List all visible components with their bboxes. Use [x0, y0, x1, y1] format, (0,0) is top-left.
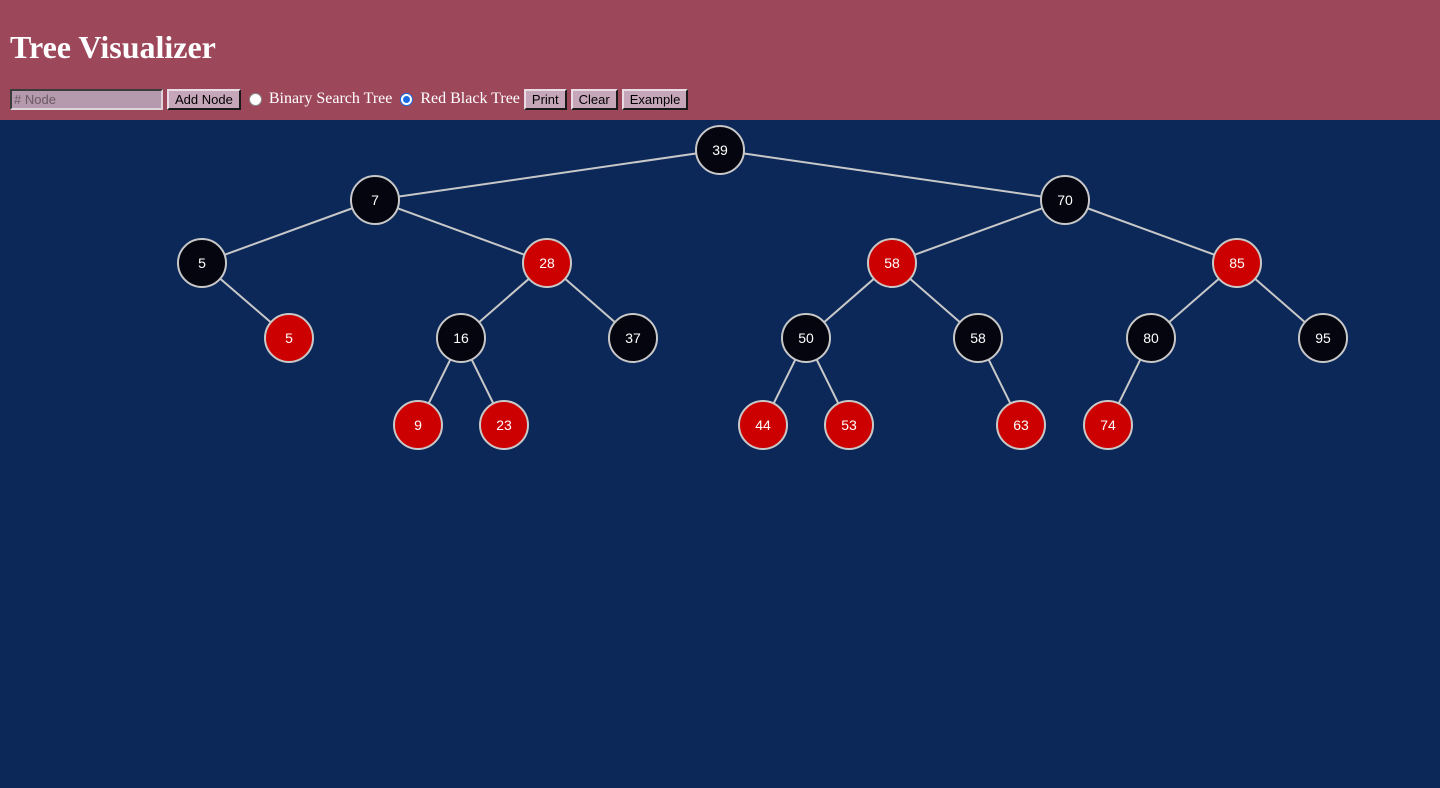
tree-node-red[interactable]: 9: [393, 400, 443, 450]
node-value-label: 23: [496, 417, 512, 433]
tree-diagram: 39 7 70 5 28 58 85 5 16 37 50 58 80 95 9 23 44 53 63 74: [177, 125, 1348, 450]
node-circle[interactable]: [695, 125, 745, 175]
node-value-label: 63: [1013, 417, 1029, 433]
node-circle[interactable]: [177, 238, 227, 288]
print-button[interactable]: Print: [523, 88, 567, 110]
node-value-label: 50: [798, 330, 814, 346]
node-value-label: 28: [539, 255, 555, 271]
node-circle[interactable]: [1040, 175, 1090, 225]
node-circle[interactable]: [1126, 313, 1176, 363]
tree-node-black[interactable]: 70: [1040, 175, 1090, 225]
node-circle[interactable]: [867, 238, 917, 288]
tree-node-red[interactable]: 74: [1083, 400, 1133, 450]
tree-node-red[interactable]: 23: [479, 400, 529, 450]
tree-node-black[interactable]: 50: [781, 313, 831, 363]
node-circle[interactable]: [824, 400, 874, 450]
node-value-label: 80: [1143, 330, 1159, 346]
tree-node-black[interactable]: 37: [608, 313, 658, 363]
tree-node-black[interactable]: 7: [350, 175, 400, 225]
tree-edge: [1064, 199, 1238, 264]
radio-option-rbt[interactable]: Red Black Tree: [400, 90, 520, 108]
node-value-label: 39: [712, 142, 728, 158]
node-circle[interactable]: [393, 400, 443, 450]
tree-edge: [201, 199, 376, 264]
tree-node-black[interactable]: 58: [953, 313, 1003, 363]
node-value-label: 44: [755, 417, 771, 433]
tree-edge: [374, 199, 548, 264]
example-button[interactable]: Example: [621, 88, 689, 110]
tree-node-red[interactable]: 28: [522, 238, 572, 288]
page-title: Tree Visualizer: [10, 29, 216, 65]
node-circle[interactable]: [1083, 400, 1133, 450]
node-value-label: 5: [198, 255, 206, 271]
tree-edge: [374, 149, 721, 201]
node-value-label: 85: [1229, 255, 1245, 271]
node-circle[interactable]: [264, 313, 314, 363]
node-circle[interactable]: [781, 313, 831, 363]
node-circle[interactable]: [1298, 313, 1348, 363]
tree-edge: [891, 199, 1066, 264]
node-circle[interactable]: [522, 238, 572, 288]
node-circle[interactable]: [479, 400, 529, 450]
node-value-label: 95: [1315, 330, 1331, 346]
header-bar: Tree Visualizer Add Node Binary Search T…: [0, 0, 1440, 120]
node-circle[interactable]: [738, 400, 788, 450]
radio-option-bst[interactable]: Binary Search Tree: [248, 90, 393, 108]
radio-bst-label[interactable]: Binary Search Tree: [268, 90, 393, 107]
tree-nodes: 39 7 70 5 28 58 85 5 16 37 50 58 80 95 9 23 44 53 63 74: [177, 125, 1348, 450]
tree-node-black[interactable]: 16: [436, 313, 486, 363]
node-circle[interactable]: [436, 313, 486, 363]
node-value-label: 16: [453, 330, 469, 346]
tree-node-black[interactable]: 5: [177, 238, 227, 288]
clear-button[interactable]: Clear: [570, 88, 618, 110]
node-value-label: 70: [1057, 192, 1073, 208]
add-node-button[interactable]: Add Node: [167, 88, 241, 110]
tree-canvas: 39 7 70 5 28 58 85 5 16 37 50 58 80 95 9 23 44 53 63 74: [0, 120, 1440, 783]
node-value-label: 58: [884, 255, 900, 271]
tree-node-black[interactable]: 95: [1298, 313, 1348, 363]
node-value-label: 5: [285, 330, 293, 346]
node-value-label: 37: [625, 330, 641, 346]
node-circle[interactable]: [953, 313, 1003, 363]
tree-node-red[interactable]: 5: [264, 313, 314, 363]
radio-bst[interactable]: [248, 92, 262, 106]
tree-node-black[interactable]: 39: [695, 125, 745, 175]
tree-node-black[interactable]: 80: [1126, 313, 1176, 363]
node-value-input[interactable]: [10, 88, 163, 110]
node-value-label: 58: [970, 330, 986, 346]
node-circle[interactable]: [608, 313, 658, 363]
tree-node-red[interactable]: 63: [996, 400, 1046, 450]
radio-rbt[interactable]: [400, 92, 414, 106]
tree-node-red[interactable]: 44: [738, 400, 788, 450]
node-value-label: 9: [414, 417, 422, 433]
node-value-label: 7: [371, 192, 379, 208]
toolbar: Add Node Binary Search Tree Red Black Tr…: [10, 88, 689, 110]
radio-rbt-label[interactable]: Red Black Tree: [420, 90, 520, 107]
tree-node-red[interactable]: 58: [867, 238, 917, 288]
node-circle[interactable]: [350, 175, 400, 225]
node-circle[interactable]: [996, 400, 1046, 450]
tree-edge: [719, 149, 1066, 201]
node-circle[interactable]: [1212, 238, 1262, 288]
node-value-label: 53: [841, 417, 857, 433]
node-value-label: 74: [1100, 417, 1116, 433]
tree-node-red[interactable]: 53: [824, 400, 874, 450]
tree-node-red[interactable]: 85: [1212, 238, 1262, 288]
